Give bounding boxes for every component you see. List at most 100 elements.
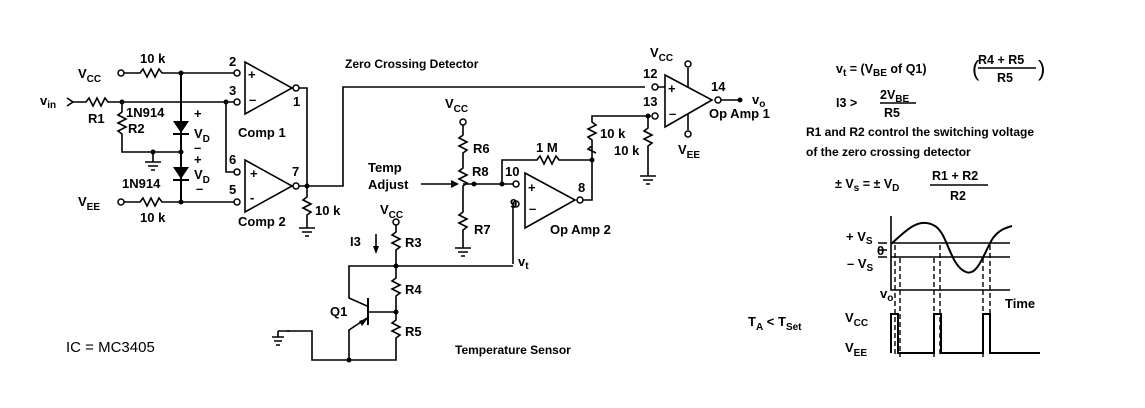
svg-text:–: – [249, 92, 256, 107]
r1-label: R1 [88, 111, 105, 126]
comparator-2: + - 6 5 7 Comp 2 [229, 152, 300, 229]
svg-text:–: – [529, 201, 536, 216]
comp2-triangle [244, 158, 294, 214]
pin-13: 13 [643, 94, 657, 109]
svg-text:R5: R5 [884, 106, 900, 120]
vee-label-opamp1: VEE [678, 142, 700, 161]
wiper-arrow-icon [451, 180, 459, 188]
equation-i3: I3 > [836, 96, 857, 110]
svg-text:R2: R2 [950, 189, 966, 203]
pin-9: 9 [510, 196, 517, 211]
svg-text:R5: R5 [405, 324, 422, 339]
svg-text:–: – [669, 106, 676, 121]
ic-label: IC = MC3405 [66, 339, 155, 356]
comp2-label: Comp 2 [238, 214, 286, 229]
sine-wave [890, 221, 1013, 274]
output-pulse-train [890, 313, 1040, 354]
vo-axis-label: vo [880, 286, 893, 304]
svg-text:–: – [196, 181, 203, 196]
pin-10: 10 [505, 164, 519, 179]
vcc-label-left: VCC [78, 66, 101, 85]
svg-text:–: – [194, 140, 201, 155]
svg-text:Adjust: Adjust [368, 177, 409, 192]
pin-12: 12 [643, 66, 657, 81]
svg-text:R5: R5 [997, 71, 1013, 85]
opamp2-triangle [524, 171, 577, 230]
vd-label-bottom: VD [194, 167, 210, 186]
pin-6: 6 [229, 152, 236, 167]
r-1m-feedback [501, 154, 592, 184]
condition-label: TA < TSet [748, 314, 802, 333]
comparator-1: + – 2 3 1 Comp 1 [229, 54, 300, 140]
r-10k-divider-bottom [642, 116, 654, 176]
svg-text:(: ( [972, 56, 980, 81]
equations: vt = (VBE of Q1) ( R4 + R5 R5 ) I3 > 2VB… [806, 53, 1045, 203]
svg-text:+: + [194, 106, 202, 121]
op-amp-2: + – 10 9 8 Op Amp 2 1 M 10 k [501, 115, 648, 264]
comparator-output: 10 k [299, 86, 645, 237]
svg-text:1 M: 1 M [536, 140, 558, 155]
temperature-sensor: VCC R3 R4 R5 I3 vt Q1 [272, 202, 529, 363]
ground-icon [640, 175, 656, 185]
vo-label: vo [752, 92, 765, 110]
pin-3: 3 [229, 83, 236, 98]
r-10k-top [124, 67, 234, 79]
equation-i3-num: 2VBE [880, 88, 910, 105]
svg-text:+: + [248, 67, 256, 82]
svg-text:+: + [528, 180, 536, 195]
svg-text:+: + [250, 166, 258, 181]
svg-text:R8: R8 [472, 164, 489, 179]
pin-7: 7 [292, 164, 299, 179]
comp1-triangle [244, 60, 294, 116]
input-network: VCC 10 k vin R1 R2 1N914 + VD – + VD – 1… [40, 51, 234, 225]
svg-text:-: - [250, 190, 254, 205]
svg-text:R3: R3 [405, 235, 422, 250]
svg-text:10 k: 10 k [315, 203, 341, 218]
pin-2: 2 [229, 54, 236, 69]
svg-text:Q1: Q1 [330, 304, 347, 319]
svg-text:Temp: Temp [368, 160, 402, 175]
vt-label: vt [518, 254, 529, 272]
current-arrow-icon [373, 246, 379, 254]
ground-icon [455, 247, 471, 257]
r-10k-bottom [124, 196, 234, 208]
comp1-label: Comp 1 [238, 125, 286, 140]
diode-d1 [173, 121, 189, 133]
zero-crossing-title: Zero Crossing Detector [345, 57, 479, 71]
vin-axis [890, 216, 1010, 291]
r-10k-divider-top [586, 115, 648, 160]
ground-icon [299, 227, 315, 237]
op-amp-1: 10 k + – 12 13 VCC VEE 14 vo Op Amp 1 [614, 45, 770, 185]
temp-adjust-network: VCC R6 R8 R7 Temp Adjust [368, 96, 513, 257]
svg-text:): ) [1038, 56, 1045, 81]
svg-text:10 k: 10 k [614, 143, 640, 158]
vcc-terminal [117, 69, 125, 77]
vee-label-left: VEE [78, 194, 100, 213]
waveform-plot: + VS 0 – VS vo Time VCC VEE TA < TSet [748, 216, 1040, 359]
r-10k-top-label: 10 k [140, 51, 166, 66]
pin-14: 14 [711, 79, 726, 94]
opamp2-label: Op Amp 2 [550, 222, 611, 237]
diode-d2 [173, 167, 189, 179]
r-10k-bottom-label: 10 k [140, 210, 166, 225]
ground-icon [145, 152, 161, 171]
equation-vt: vt = (VBE of Q1) [836, 62, 927, 79]
vcc-label-r6: VCC [445, 96, 468, 115]
svg-text:R1 + R2: R1 + R2 [932, 169, 978, 183]
r1-resistor [72, 96, 234, 108]
svg-text:R7: R7 [474, 222, 491, 237]
vee-level-label: VEE [845, 340, 867, 359]
ground-icon [272, 330, 290, 346]
comp-pullup-resistor [301, 186, 313, 228]
temperature-sensor-title: Temperature Sensor [455, 343, 571, 357]
d2-label: 1N914 [122, 176, 161, 191]
note-line-1: R1 and R2 control the switching voltage [806, 125, 1034, 139]
pin-8: 8 [578, 180, 585, 195]
opamp1-triangle [664, 73, 714, 129]
svg-text:R6: R6 [473, 141, 490, 156]
i3-label: I3 [350, 234, 361, 249]
d1-label: 1N914 [126, 105, 165, 120]
svg-text:+: + [668, 81, 676, 96]
pin-1: 1 [293, 94, 300, 109]
